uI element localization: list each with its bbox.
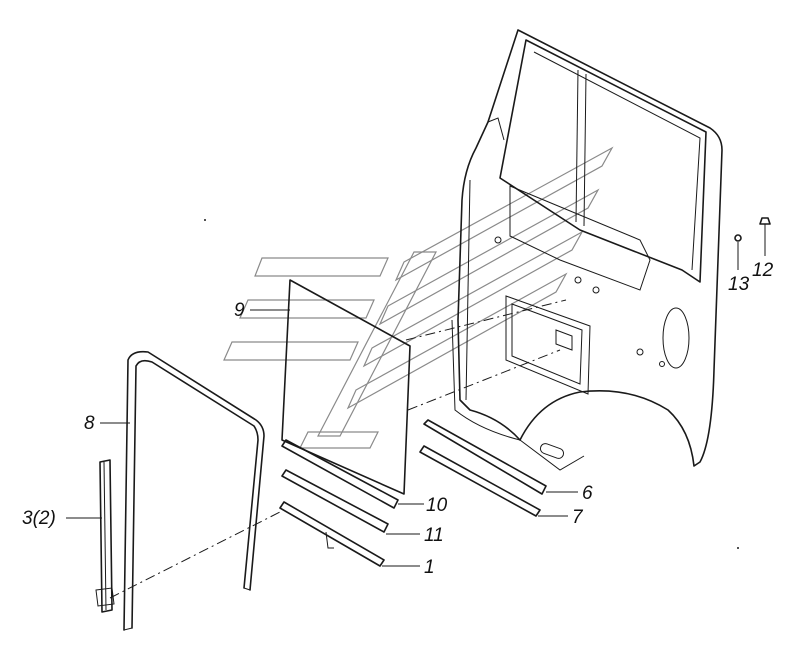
guide-rail — [95, 459, 115, 613]
assembly-lines — [109, 299, 567, 599]
callout-12: 12 — [752, 260, 774, 281]
callout-3-2: 3(2) — [22, 508, 56, 529]
callout-10: 10 — [426, 495, 448, 516]
leader-lines — [66, 224, 766, 567]
fastener-parts — [734, 217, 771, 242]
callout-7: 7 — [572, 507, 584, 528]
callout-1: 1 — [424, 557, 435, 578]
callout-8: 8 — [84, 413, 95, 434]
stray-dots — [204, 219, 739, 549]
glass-run-channel — [123, 350, 265, 631]
callout-9: 9 — [234, 300, 245, 321]
callout-11: 11 — [424, 525, 444, 546]
callout-6: 6 — [582, 483, 593, 504]
watermark-logo — [223, 146, 614, 449]
seal-strips-outer — [419, 419, 547, 517]
seal-strips-inner — [279, 439, 399, 567]
window-glass — [281, 279, 411, 495]
callout-13: 13 — [728, 274, 750, 295]
callout-labels: 9 8 3(2) 10 11 1 6 7 13 12 — [22, 260, 774, 578]
door-frame — [451, 29, 723, 471]
